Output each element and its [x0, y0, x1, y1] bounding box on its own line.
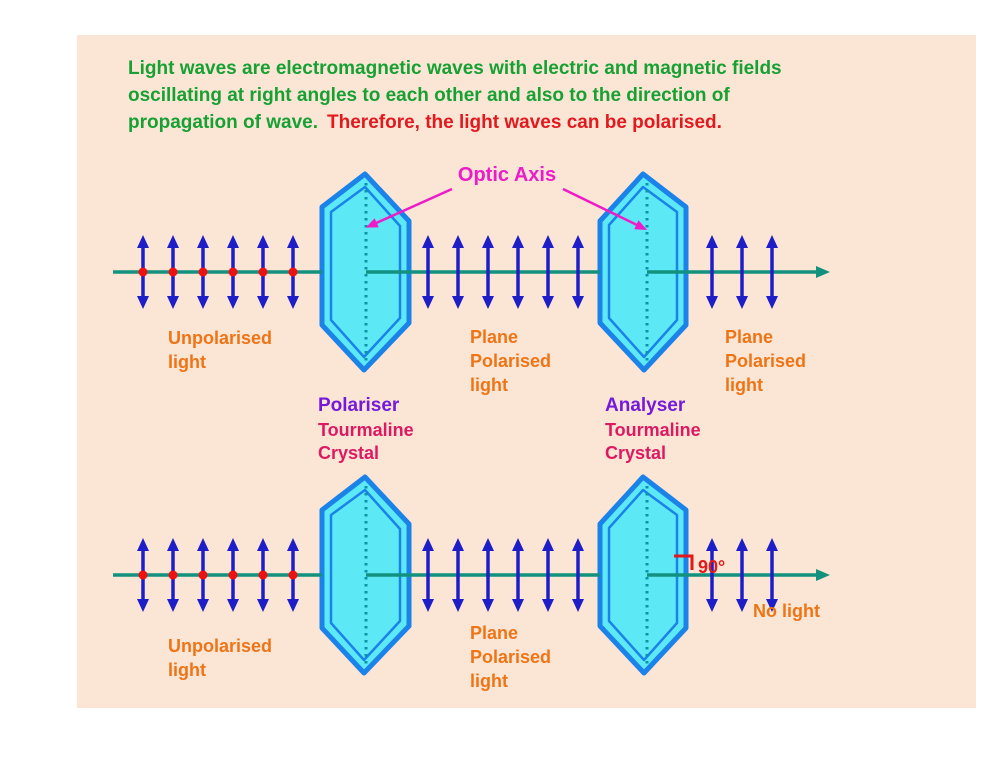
ray-dot — [138, 267, 148, 277]
optic-axis-pointer-left — [365, 187, 453, 228]
ray-dot — [228, 267, 238, 277]
plane-polarised-label: Plane — [470, 623, 518, 643]
plane-polarised-label: Plane — [725, 327, 773, 347]
right-angle-mark — [674, 554, 694, 570]
plane-polarised-label: Polarised — [725, 351, 806, 371]
polariser-crystal-inner-outline — [329, 488, 402, 662]
plane-polarised-label: light — [725, 375, 763, 395]
polariser-sublabel: Tourmaline — [318, 420, 414, 440]
no-light-label: No light — [753, 601, 820, 621]
analyser-label: Analyser — [605, 395, 686, 416]
plane-polarised-label: light — [470, 671, 508, 691]
diagram-top: Optic Axis Unpolarised light Plane Polar… — [113, 164, 830, 463]
ray-dot — [168, 267, 178, 277]
ray-dot — [228, 570, 238, 580]
ray-dot — [288, 570, 298, 580]
angle-label: 90° — [698, 557, 725, 577]
unpolarised-light-label: light — [168, 352, 206, 372]
plane-polarised-label: Polarised — [470, 647, 551, 667]
ray-dot — [198, 267, 208, 277]
analyser-sublabel: Crystal — [605, 443, 666, 463]
ray-dot — [138, 570, 148, 580]
title-text: Light waves are electromagnetic waves wi… — [128, 55, 958, 136]
analyser-crystal — [597, 171, 689, 373]
diagram-bottom: 90° Unpolarised light Plane Polarised li… — [113, 474, 830, 691]
plane-polarised-label: Polarised — [470, 351, 551, 371]
analyser-crystal — [597, 474, 689, 676]
plane-polarised-label: Plane — [470, 327, 518, 347]
unpolarised-light-label: Unpolarised — [168, 636, 272, 656]
plane-polarised-label: light — [470, 375, 508, 395]
title-line-3: propagation of wave.Therefore, the light… — [128, 112, 722, 133]
ray-dot — [168, 570, 178, 580]
title-line-2: oscillating at right angles to each othe… — [128, 85, 730, 106]
analyser-crystal-inner-outline — [607, 185, 679, 359]
optic-axis-pointer-right — [562, 187, 648, 230]
unpolarised-light-label: Unpolarised — [168, 328, 272, 348]
polariser-crystal — [319, 171, 412, 373]
title-line-1: Light waves are electromagnetic waves wi… — [128, 58, 782, 79]
polariser-crystal-inner-outline — [329, 185, 402, 359]
analyser-crystal-inner-outline — [607, 488, 679, 662]
slide-background: Light waves are electromagnetic waves wi… — [77, 35, 976, 708]
ray-dot — [258, 570, 268, 580]
polariser-crystal — [319, 474, 412, 676]
analyser-sublabel: Tourmaline — [605, 420, 701, 440]
ray-dot — [198, 570, 208, 580]
optic-axis-label: Optic Axis — [458, 164, 556, 186]
ray-dot — [258, 267, 268, 277]
polariser-label: Polariser — [318, 395, 400, 416]
unpolarised-light-label: light — [168, 660, 206, 680]
polariser-sublabel: Crystal — [318, 443, 379, 463]
ray-dot — [288, 267, 298, 277]
